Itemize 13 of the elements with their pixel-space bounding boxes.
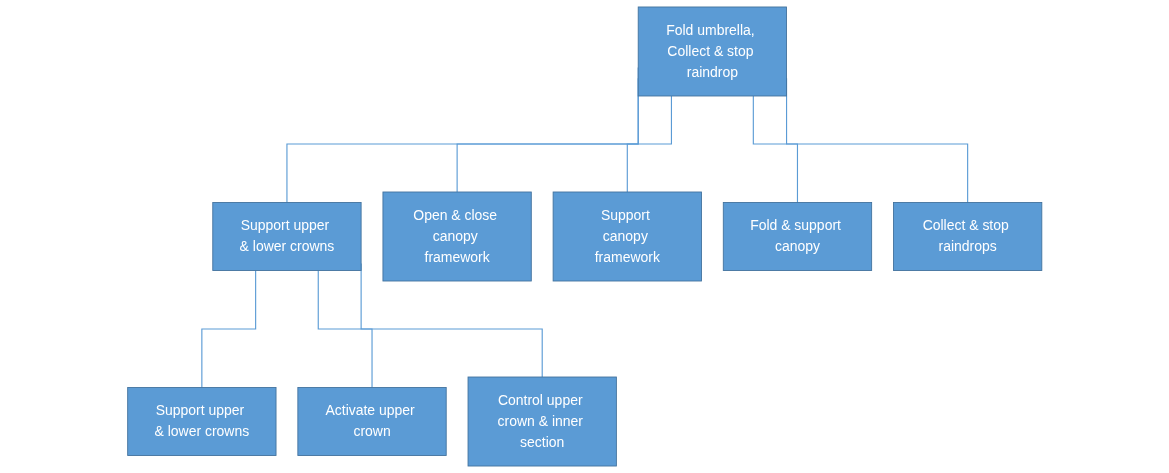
connector bbox=[317, 269, 373, 389]
node-box: Fold umbrella, Collect & stop raindrop bbox=[637, 6, 787, 97]
connector bbox=[201, 269, 256, 389]
node-box: Fold & support canopy bbox=[722, 202, 872, 271]
connector bbox=[752, 95, 798, 204]
node-box: Support upper & lower crowns bbox=[127, 387, 277, 456]
node-box: Control upper crown & inner section bbox=[467, 376, 617, 467]
node-box: Support upper & lower crowns bbox=[212, 202, 362, 271]
node-box: Activate upper crown bbox=[297, 387, 447, 456]
connector bbox=[626, 95, 672, 193]
node-box: Collect & stop raindrops bbox=[892, 202, 1042, 271]
node-box: Support canopy framework bbox=[552, 191, 702, 282]
node-box: Open & close canopy framework bbox=[382, 191, 532, 282]
